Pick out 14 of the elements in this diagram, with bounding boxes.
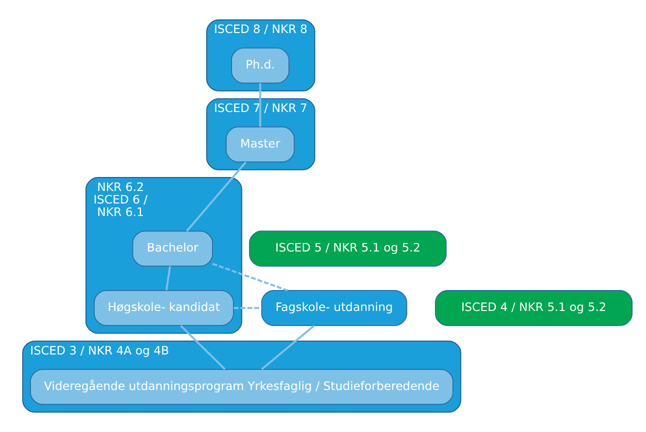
node-box: Fagskole- utdanning xyxy=(260,290,407,326)
node-box: Ph.d. xyxy=(230,48,289,84)
node-box: Videregående utdanningsprogram Yrkesfaglig / Studieforberedende xyxy=(29,368,453,405)
node-box: Master xyxy=(225,126,294,162)
node-box: Høgskole- kandidat xyxy=(93,290,234,326)
connector xyxy=(212,262,288,292)
node-box: ISCED 4 / NKR 5.1 og 5.2 xyxy=(434,290,632,326)
connector xyxy=(180,324,226,370)
node-box: Bachelor xyxy=(132,230,212,267)
connector xyxy=(258,83,261,127)
connector xyxy=(233,307,262,309)
node-box: ISCED 5 / NKR 5.1 og 5.2 xyxy=(248,230,446,267)
connector xyxy=(260,324,314,370)
connector xyxy=(164,266,171,290)
